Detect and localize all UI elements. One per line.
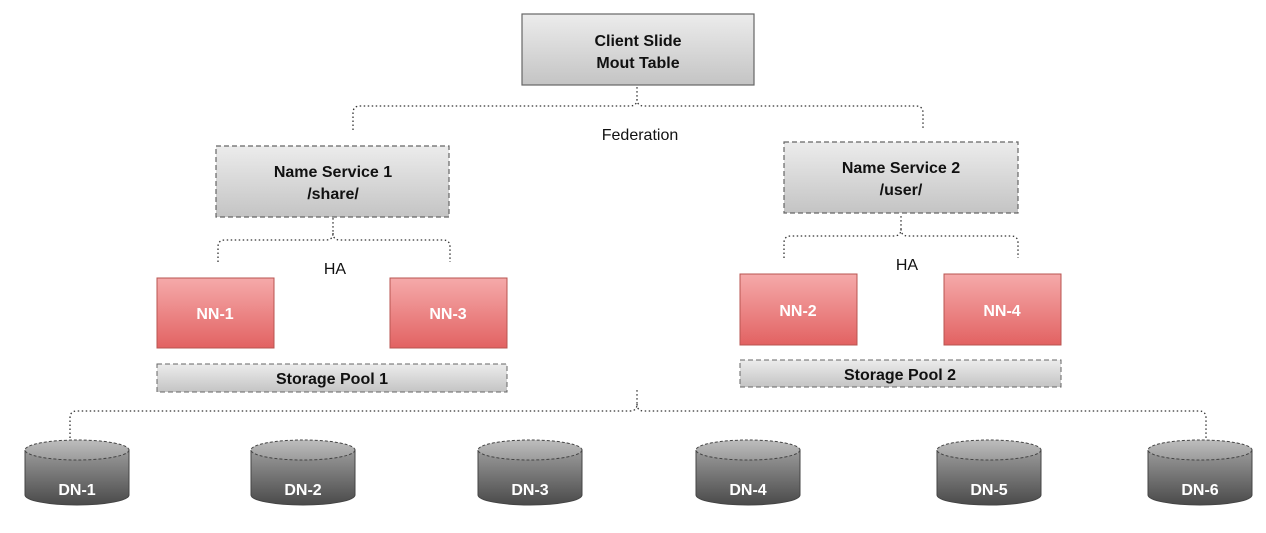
- datanode-dn-4: DN-4: [695, 439, 801, 506]
- dn-2-label: DN-2: [284, 482, 321, 499]
- namenode-nn-3: NN-3: [389, 277, 508, 349]
- dn-5-label: DN-5: [970, 482, 1007, 499]
- name-service-1-path: /share/: [307, 186, 359, 203]
- name-service-2-path: /user/: [880, 182, 923, 199]
- ha-brace-1: [217, 218, 451, 262]
- client-title-line1: Client Slide: [594, 33, 681, 50]
- namenode-nn-4: NN-4: [943, 273, 1062, 346]
- storage-pool-1-label: Storage Pool 1: [276, 371, 388, 388]
- dn-1-label: DN-1: [58, 482, 95, 499]
- ha-label-1: HA: [324, 261, 347, 278]
- nn-2-label: NN-2: [779, 303, 816, 320]
- dn-6-label: DN-6: [1181, 482, 1218, 499]
- storage-pool-1: Storage Pool 1: [156, 363, 508, 393]
- namenode-nn-2: NN-2: [739, 273, 858, 346]
- client-mount-table-box: Client Slide Mout Table: [521, 13, 755, 86]
- storage-pool-2-label: Storage Pool 2: [844, 367, 956, 384]
- datanode-group: DN-1 DN-2 DN-3 DN-4 DN-5: [24, 439, 1253, 506]
- datanode-dn-2: DN-2: [250, 439, 356, 506]
- name-service-2-box: Name Service 2 /user/: [783, 141, 1019, 214]
- federation-brace: [352, 86, 924, 130]
- nn-3-label: NN-3: [429, 306, 466, 323]
- datanode-dn-5: DN-5: [936, 439, 1042, 506]
- namenode-nn-1: NN-1: [156, 277, 275, 349]
- client-title-line2: Mout Table: [596, 55, 679, 72]
- name-service-2-title: Name Service 2: [842, 160, 960, 177]
- datanode-brace: [69, 390, 1207, 438]
- federation-label: Federation: [602, 127, 679, 144]
- storage-pool-2: Storage Pool 2: [739, 359, 1062, 388]
- datanode-dn-6: DN-6: [1147, 439, 1253, 506]
- datanode-dn-3: DN-3: [477, 439, 583, 506]
- nn-4-label: NN-4: [983, 303, 1020, 320]
- nn-1-label: NN-1: [196, 306, 233, 323]
- datanode-dn-1: DN-1: [24, 439, 130, 506]
- name-service-1-box: Name Service 1 /share/: [215, 145, 450, 218]
- ha-brace-2: [783, 214, 1019, 258]
- name-service-1-title: Name Service 1: [274, 164, 392, 181]
- ha-label-2: HA: [896, 257, 919, 274]
- dn-4-label: DN-4: [729, 482, 766, 499]
- dn-3-label: DN-3: [511, 482, 548, 499]
